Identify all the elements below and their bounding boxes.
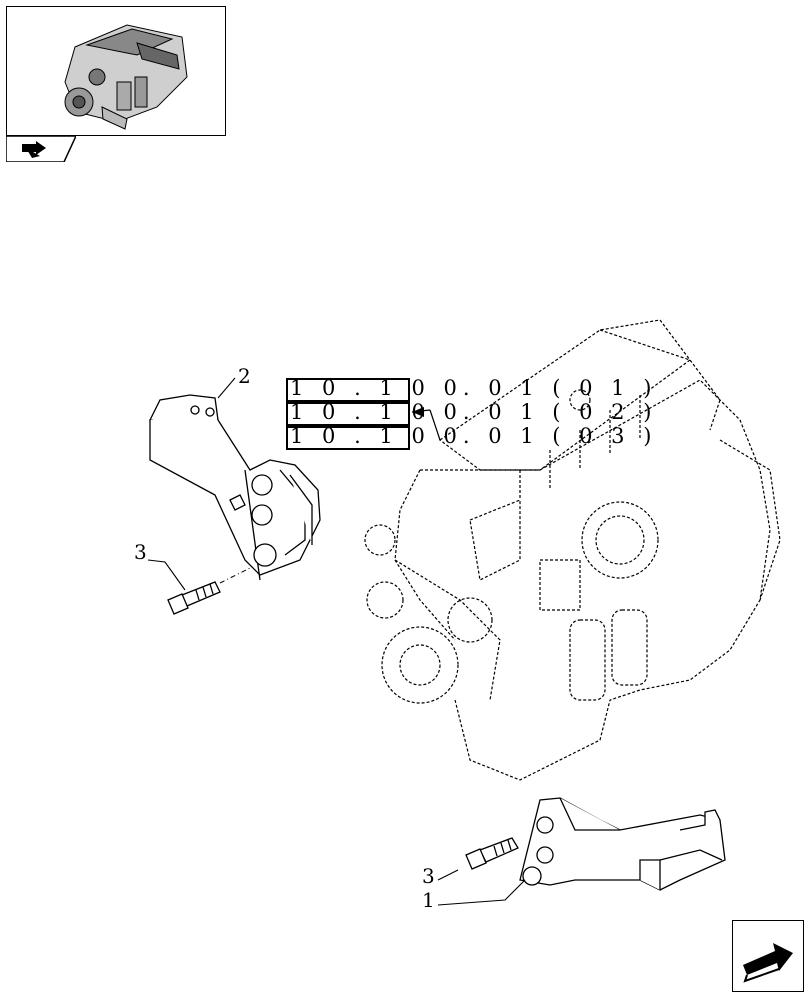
lower-bolt-part bbox=[465, 837, 519, 870]
ref-code-2-main: 1 0 . 1 0 0 bbox=[290, 400, 463, 424]
thumbnail-tab[interactable] bbox=[5, 135, 78, 163]
ref-code-3: 1 0 . 1 0 0. 0 1 ( 0 3 ) bbox=[290, 424, 657, 448]
ref-box-1[interactable] bbox=[286, 378, 410, 402]
lower-bracket-part bbox=[519, 797, 726, 891]
ref-code-3-suffix: . 0 1 ( 0 3 ) bbox=[462, 424, 658, 448]
ref-code-2: 1 0 . 1 0 0. 0 1 ( 0 2 ) bbox=[290, 400, 657, 424]
ref-code-2-suffix: . 0 1 ( 0 2 ) bbox=[462, 400, 658, 424]
bolt-axis-line bbox=[219, 566, 253, 584]
callout-1: 1 bbox=[422, 888, 435, 912]
engine-thumbnail-icon bbox=[64, 24, 188, 130]
callout-3-top: 3 bbox=[134, 540, 147, 564]
ref-code-1-main: 1 0 . 1 0 0 bbox=[290, 376, 463, 400]
ref-code-1: 1 0 . 1 0 0. 0 1 ( 0 1 ) bbox=[290, 376, 657, 400]
upper-bracket-part bbox=[149, 394, 321, 581]
callout-3-bottom: 3 bbox=[422, 864, 435, 888]
leader-arrowhead bbox=[412, 407, 424, 417]
callout-2: 2 bbox=[238, 364, 251, 388]
ref-code-3-main: 1 0 . 1 0 0 bbox=[290, 424, 463, 448]
engine-thumbnail-frame[interactable] bbox=[6, 6, 226, 136]
ref-code-1-suffix: . 0 1 ( 0 1 ) bbox=[462, 376, 658, 400]
ref-box-2[interactable] bbox=[286, 402, 410, 426]
callout-leaders bbox=[147, 377, 526, 906]
ref-box-3[interactable] bbox=[286, 426, 410, 450]
upper-bolt-part bbox=[167, 581, 221, 615]
engine-block-outline bbox=[364, 319, 781, 781]
next-page-arrow-icon bbox=[743, 943, 793, 983]
next-page-button[interactable] bbox=[732, 920, 804, 992]
